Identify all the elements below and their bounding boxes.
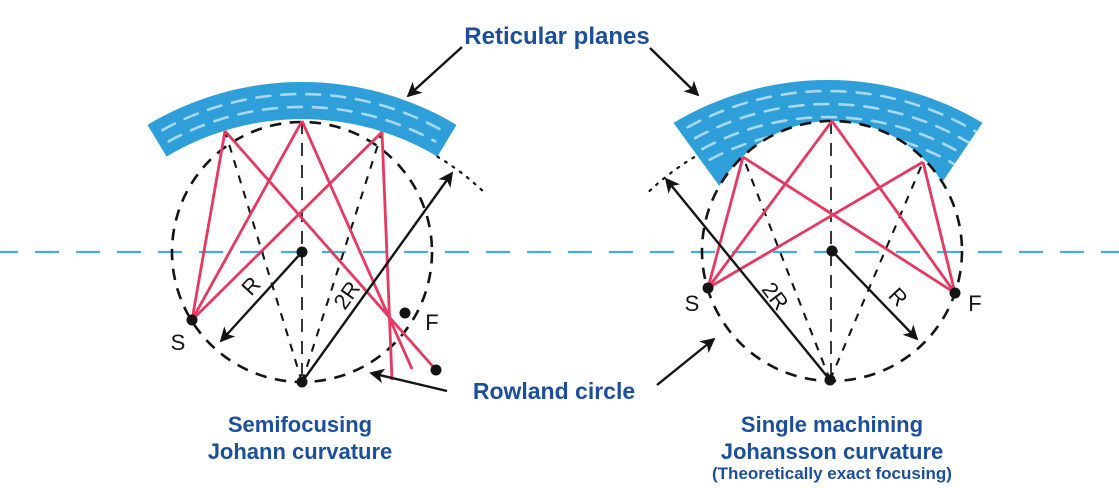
johansson-caption-line3: (Theoretically exact focusing) <box>712 464 952 483</box>
johann-caption-line1: Semifocusing <box>228 412 372 437</box>
reflected-ray <box>380 131 394 381</box>
incident-ray <box>190 130 227 321</box>
circle-center-point <box>296 246 308 258</box>
reticular-plane-dash-arc <box>161 92 443 132</box>
source-point <box>702 282 714 294</box>
reticular-plane-dash-arc <box>673 102 983 153</box>
focus-point <box>949 287 961 299</box>
curvature-radius-dashed <box>742 156 831 381</box>
radius-2R-arrow <box>664 177 831 381</box>
radius-2R-arrow <box>301 171 454 383</box>
focus-point <box>399 307 411 319</box>
reticular-plane-dash-arc <box>686 128 970 174</box>
curvature-radius-dashed <box>829 161 924 381</box>
reticular-planes-left-arrow <box>406 46 463 98</box>
reflected-ray <box>223 130 438 371</box>
rowland-circle-label: Rowland circle <box>473 378 635 404</box>
johann-xray-rays <box>190 120 438 381</box>
reflected-ray <box>742 155 956 295</box>
curvature-center-point <box>824 374 836 386</box>
rowland-circle-right-arrow <box>656 337 716 386</box>
johansson-reticular-plane-dashes <box>673 89 983 174</box>
radius-R-arrow <box>831 250 919 341</box>
incident-ray <box>190 120 304 321</box>
plane-extension-dotted-line <box>436 155 486 194</box>
johann-reticular-plane-dashes <box>161 92 443 143</box>
johansson-diagram: S F 2R R Single machining Johansson curv… <box>646 80 983 483</box>
johann-crystal-band <box>147 82 457 157</box>
rowland-circle-annotation: Rowland circle <box>369 337 716 404</box>
plane-extension-dotted-line <box>646 156 696 195</box>
incident-ray <box>706 120 834 289</box>
johann-caption-line2: Johann curvature <box>208 439 393 464</box>
source-point <box>186 314 198 326</box>
radius-2R-label: 2R <box>757 277 794 315</box>
source-label: S <box>685 291 700 316</box>
johansson-crystal-band <box>673 80 983 186</box>
reticular-planes-right-arrow <box>649 47 700 97</box>
reticular-planes-label: Reticular planes <box>464 23 649 50</box>
reflected-ray <box>300 120 414 370</box>
reflected-ray <box>921 161 957 294</box>
johansson-xray-rays <box>706 120 957 295</box>
reticular-plane-dash-arc <box>167 105 437 143</box>
reticular-planes-annotation: Reticular planes <box>406 23 700 98</box>
incident-ray <box>707 160 924 290</box>
incident-ray <box>191 131 383 321</box>
rowland-circle-left-arrow <box>369 368 448 393</box>
johansson-caption-line2: Johansson curvature <box>721 439 944 464</box>
johann-diagram: S F R 2R Semifocusing Johann curvature <box>147 82 486 464</box>
source-label: S <box>171 330 186 355</box>
approximate-focus-point <box>430 364 442 376</box>
curvature-radius-dashed <box>223 130 304 383</box>
radius-R-label: R <box>884 283 913 312</box>
johansson-caption-line1: Single machining <box>741 412 923 437</box>
curvature-center-point <box>296 376 308 388</box>
circle-center-point <box>826 245 838 257</box>
focus-label: F <box>968 291 981 316</box>
reflected-ray <box>830 120 957 294</box>
curvature-radius-dashed <box>300 131 384 383</box>
radius-R-arrow <box>219 251 303 343</box>
incident-ray <box>706 156 745 289</box>
reticular-plane-dash-arc <box>679 115 977 164</box>
focus-label: F <box>425 310 438 335</box>
